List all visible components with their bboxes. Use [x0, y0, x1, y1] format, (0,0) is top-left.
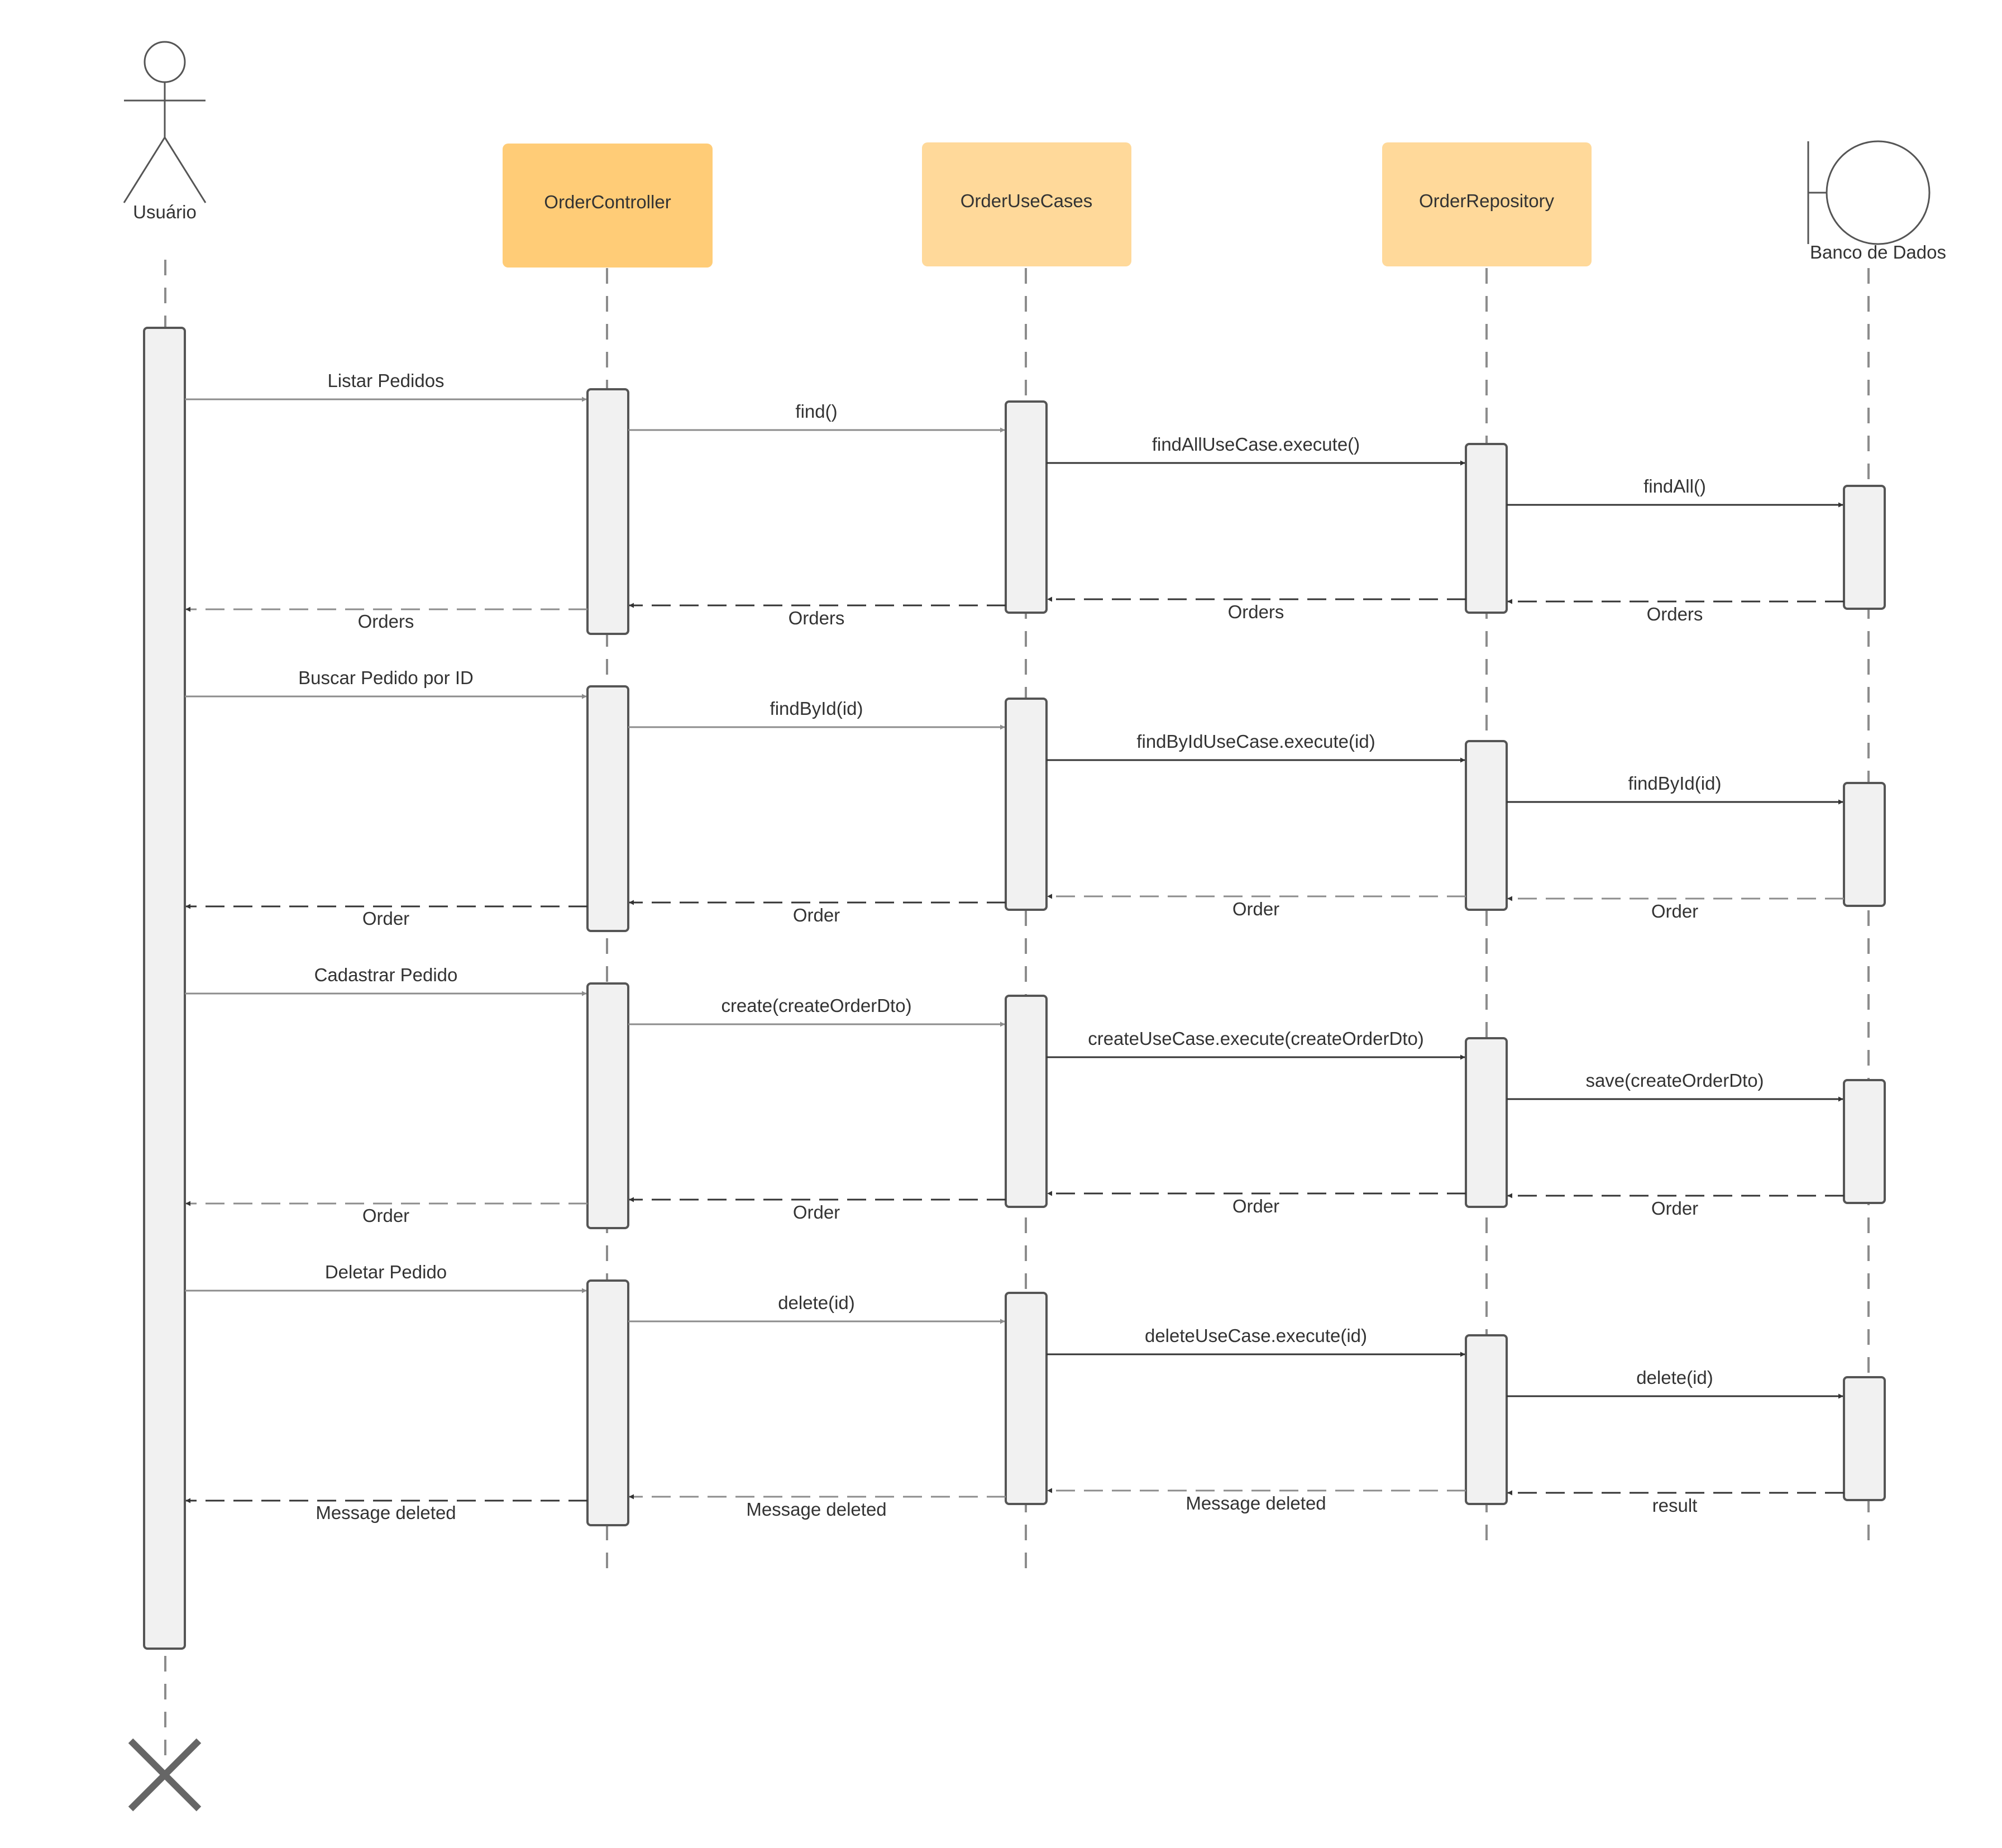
sequence-listar: Listar Pedidos find() findAllUseCase.exe…: [185, 370, 1844, 632]
participant-label-repository: OrderRepository: [1419, 190, 1555, 211]
call-label: Listar Pedidos: [327, 370, 444, 391]
activation-database: [1843, 1079, 1886, 1204]
participant-label-user: Usuário: [133, 202, 197, 222]
participant-database: Banco de Dados: [1807, 140, 1946, 262]
return-label: Order: [362, 1205, 409, 1226]
actor-user: Usuário: [123, 41, 207, 222]
call-label: findByIdUseCase.execute(id): [1136, 731, 1375, 752]
return-label: Order: [1232, 1196, 1279, 1216]
call-label: Deletar Pedido: [325, 1262, 447, 1282]
return-label: Order: [793, 1202, 840, 1223]
participant-controller: OrderController: [503, 144, 713, 268]
return-label: result: [1652, 1495, 1698, 1516]
activation-usecases: [1005, 1292, 1048, 1505]
call-label: save(createOrderDto): [1585, 1070, 1764, 1091]
participant-label-controller: OrderController: [544, 192, 671, 212]
return-label: Message deleted: [1186, 1493, 1326, 1513]
return-label: Orders: [1228, 601, 1284, 622]
actor-icon: [123, 41, 207, 203]
activation-database: [1843, 782, 1886, 907]
call-label: findById(id): [1628, 773, 1722, 794]
activation-controller: [586, 1279, 629, 1526]
participant-box-repository: [1382, 142, 1592, 266]
return-label: Order: [1651, 901, 1698, 921]
activation-repository: [1465, 740, 1508, 911]
activation-database: [1843, 1376, 1886, 1501]
destroy-x-icon: [128, 1738, 202, 1812]
return-label: Orders: [358, 611, 414, 632]
activation-controller: [586, 388, 629, 635]
participant-repository: OrderRepository: [1382, 142, 1592, 266]
call-label: create(createOrderDto): [721, 995, 911, 1016]
participant-usecases: OrderUseCases: [922, 142, 1131, 266]
participant-box-usecases: [922, 142, 1131, 266]
return-label: Message deleted: [316, 1502, 456, 1523]
activation-repository: [1465, 443, 1508, 614]
activations: [143, 327, 1886, 1650]
return-label: Order: [793, 905, 840, 925]
sequence-buscar: Buscar Pedido por ID findById(id) findBy…: [185, 667, 1844, 929]
call-label: findAll(): [1643, 476, 1706, 496]
activation-database: [1843, 485, 1886, 610]
sequence-cadastrar: Cadastrar Pedido create(createOrderDto) …: [185, 964, 1844, 1226]
call-label: createUseCase.execute(createOrderDto): [1088, 1028, 1424, 1049]
return-label: Order: [1651, 1198, 1698, 1219]
call-label: Cadastrar Pedido: [314, 964, 458, 985]
call-label: delete(id): [778, 1292, 855, 1313]
call-label: findById(id): [770, 698, 863, 719]
return-label: Orders: [789, 608, 845, 628]
participant-box-controller: [503, 144, 713, 268]
return-label: Order: [1232, 899, 1279, 919]
activation-usecases: [1005, 698, 1048, 911]
return-label: Order: [362, 908, 409, 929]
activation-repository: [1465, 1334, 1508, 1505]
call-label: find(): [795, 401, 837, 422]
call-label: delete(id): [1636, 1367, 1713, 1388]
boundary-icon: [1807, 140, 1931, 245]
activation-repository: [1465, 1037, 1508, 1208]
activation-controller: [586, 982, 629, 1229]
return-label: Message deleted: [746, 1499, 886, 1520]
call-label: deleteUseCase.execute(id): [1145, 1325, 1367, 1346]
participant-label-database: Banco de Dados: [1810, 242, 1946, 262]
activation-controller: [586, 685, 629, 932]
activation-usecases: [1005, 995, 1048, 1208]
activation-usecases: [1005, 400, 1048, 614]
return-label: Orders: [1647, 604, 1703, 624]
participant-label-usecases: OrderUseCases: [961, 190, 1093, 211]
call-label: Buscar Pedido por ID: [298, 667, 474, 688]
sequence-deletar: Deletar Pedido delete(id) deleteUseCase.…: [185, 1262, 1844, 1523]
call-label: findAllUseCase.execute(): [1152, 434, 1360, 455]
activation-user: [143, 327, 186, 1650]
